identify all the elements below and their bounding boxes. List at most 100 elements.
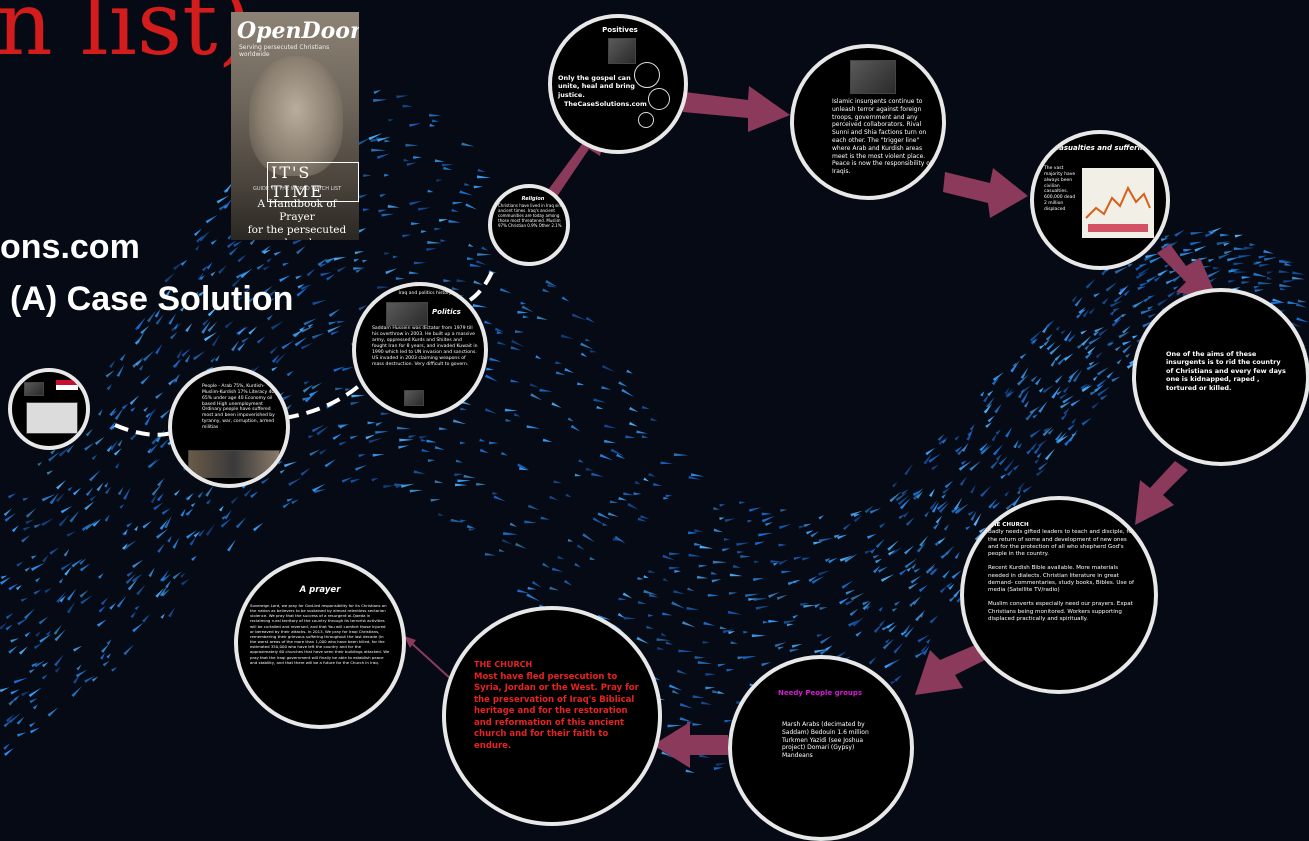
particle [1191,258,1199,262]
politics-circle[interactable]: Iraq and politics history Politics Sadda… [352,282,488,418]
particle [938,436,949,446]
particle [1074,296,1083,307]
particle [484,320,493,325]
particle [202,318,209,326]
particle [1118,284,1129,296]
particle [648,614,654,617]
map-circle[interactable] [8,368,90,450]
particle [248,326,258,335]
book-handbook-line2: for the persecuted church [247,224,347,240]
particle [808,576,818,583]
particle [792,614,799,619]
particle [39,633,52,643]
particle [1004,386,1010,395]
particle [935,515,943,524]
particle [350,478,361,483]
particle [578,459,584,463]
mini-circle-2[interactable] [648,88,670,110]
particle [335,387,344,391]
particle [530,393,543,401]
particle [1082,309,1090,318]
particle [1085,278,1096,289]
particle [992,372,1004,382]
particle [730,641,738,644]
particle [1051,385,1061,399]
particle [37,462,43,467]
particle [32,704,38,710]
particle [1097,386,1111,397]
particle [109,602,116,610]
particle [599,453,613,461]
particle [685,769,695,773]
positives-circle[interactable]: Positives Only the gospel can unite, hea… [548,14,688,154]
particle [1263,249,1274,254]
particle [33,589,42,595]
particle [8,696,18,706]
particle [1122,344,1132,354]
particle [109,440,119,451]
particle [282,262,290,267]
particle [0,622,8,630]
particle [853,514,863,523]
particle [113,448,122,456]
particle [123,644,134,656]
particle [256,336,266,344]
prayer-circle[interactable]: A prayer Sovereign Lord, we pray for God… [234,557,406,729]
particle [333,256,347,261]
particle [319,448,327,455]
aims-circle[interactable]: One of the aims of these insurgents is t… [1132,288,1309,466]
particle [1297,299,1307,303]
particle [798,523,811,529]
particle [126,522,133,528]
particle [961,442,969,452]
particle [279,275,291,282]
particle [765,522,773,527]
positives-link[interactable]: TheCaseSolutions.com [564,100,647,108]
book-cover-image[interactable]: OpenDoors Serving persecuted Christians … [231,12,359,240]
particle [995,429,1001,435]
particle [301,326,315,333]
particle [958,460,972,471]
casualties-circle[interactable]: Casualties and suffering The vast majori… [1030,130,1170,270]
needy-people-circle[interactable]: Needy People groups Marsh Arabs (decimat… [728,655,914,841]
particle [987,390,994,397]
church-needs-circle[interactable]: THE CHURCH Badly needs gifted leaders to… [960,496,1158,694]
particle [33,523,42,529]
particle [1060,330,1067,335]
particle [618,597,627,601]
particle [1035,468,1046,477]
particle [243,488,253,497]
church-fled-circle[interactable]: THE CHURCH Most have fled persecution to… [442,606,662,826]
particle [20,597,28,602]
particle [674,570,682,573]
religion-circle[interactable]: Religion Christians have lived in Iraq s… [488,184,570,266]
particle [903,624,911,634]
particle [80,595,93,605]
particle [818,537,834,543]
mini-circle-1[interactable] [634,62,660,88]
particle [142,614,151,623]
insurgents-circle[interactable]: Islamic insurgents continue to unleash t… [790,44,946,200]
particle [520,301,527,305]
particle [109,407,117,417]
people-circle[interactable]: People - Arab 75%, Kurdish-Muslim-Kurdis… [168,366,290,488]
particle [1045,333,1053,341]
particle [56,479,66,490]
particle [463,474,477,479]
particle [1059,392,1068,400]
particle [1220,233,1230,237]
particle [942,569,951,579]
particle [1291,322,1302,328]
particle [739,501,746,505]
mini-circle-3[interactable] [638,112,654,128]
particle [828,557,838,564]
particle [824,558,831,563]
particle [58,578,64,584]
particle [515,542,527,549]
particle [890,679,898,685]
particle [237,326,247,335]
particle [1278,270,1290,273]
particle [398,445,410,449]
particle [45,630,52,636]
particle [713,528,723,533]
